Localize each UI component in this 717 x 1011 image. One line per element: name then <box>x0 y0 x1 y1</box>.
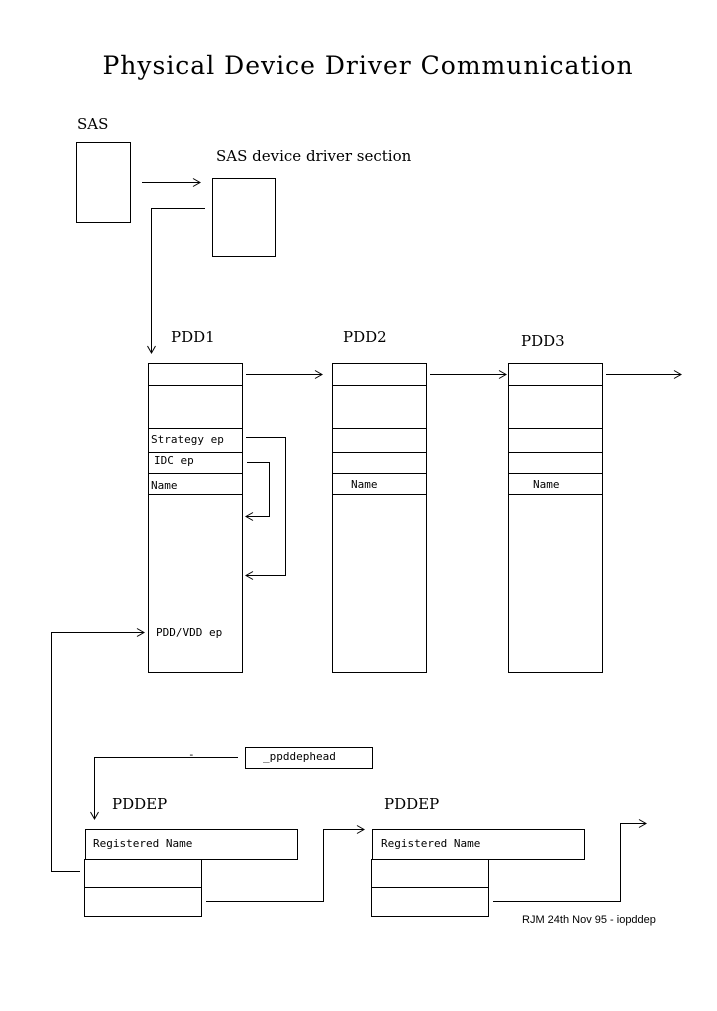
pdd2-header: Name <box>332 363 427 673</box>
strategy-ep-pointer-arrow <box>244 437 286 580</box>
ppddephead-box <box>245 747 373 769</box>
pdd2-label: PDD2 <box>343 328 387 346</box>
pddep1-entry: Registered Name <box>84 829 298 917</box>
sas-section-label: SAS device driver section <box>216 147 412 165</box>
pdd1-name-field: Name <box>151 479 178 492</box>
sas-label: SAS <box>77 115 108 133</box>
idc-ep-pointer-arrow <box>244 462 270 521</box>
section-to-pdd1-arrow <box>147 208 205 355</box>
pdd3-next-arrow <box>606 370 683 379</box>
pdd1-idc-ep: IDC ep <box>154 454 194 467</box>
pdd2-name-field: Name <box>351 478 378 491</box>
pdd1-to-pdd2-arrow <box>246 370 324 379</box>
sas-box <box>76 142 131 223</box>
credit-note: RJM 24th Nov 95 - iopddep <box>522 914 656 926</box>
pddep1-registered-name: Registered Name <box>93 837 192 850</box>
pddep1-label: PDDEP <box>112 795 167 813</box>
sas-section-box <box>212 178 276 257</box>
pdd3-label: PDD3 <box>521 332 565 350</box>
pddep2-entry: Registered Name <box>371 829 585 917</box>
pdd3-name-field: Name <box>533 478 560 491</box>
pdd1-header: Strategy ep IDC ep Name PDD/VDD ep <box>148 363 243 673</box>
pdd1-pdd-vdd-ep: PDD/VDD ep <box>156 626 222 639</box>
pddep-to-pdd-vdd-ep-arrow <box>51 628 146 872</box>
pdd1-label: PDD1 <box>171 328 215 346</box>
pddep2-registered-name: Registered Name <box>381 837 480 850</box>
pdd2-to-pdd3-arrow <box>430 370 508 379</box>
diagram-title: Physical Device Driver Communication <box>102 51 633 80</box>
pddep1-to-pddep2-arrow <box>206 825 366 902</box>
pdd1-strategy-ep: Strategy ep <box>151 433 224 446</box>
ppddephead-arrow <box>90 757 238 821</box>
ppddephead-label: _ppddephead <box>263 750 336 763</box>
ppddephead-dash: - <box>188 748 195 761</box>
pddep2-label: PDDEP <box>384 795 439 813</box>
pdd3-header: Name <box>508 363 603 673</box>
pddep2-next-arrow <box>493 819 648 902</box>
sas-to-section-arrow <box>142 178 202 187</box>
